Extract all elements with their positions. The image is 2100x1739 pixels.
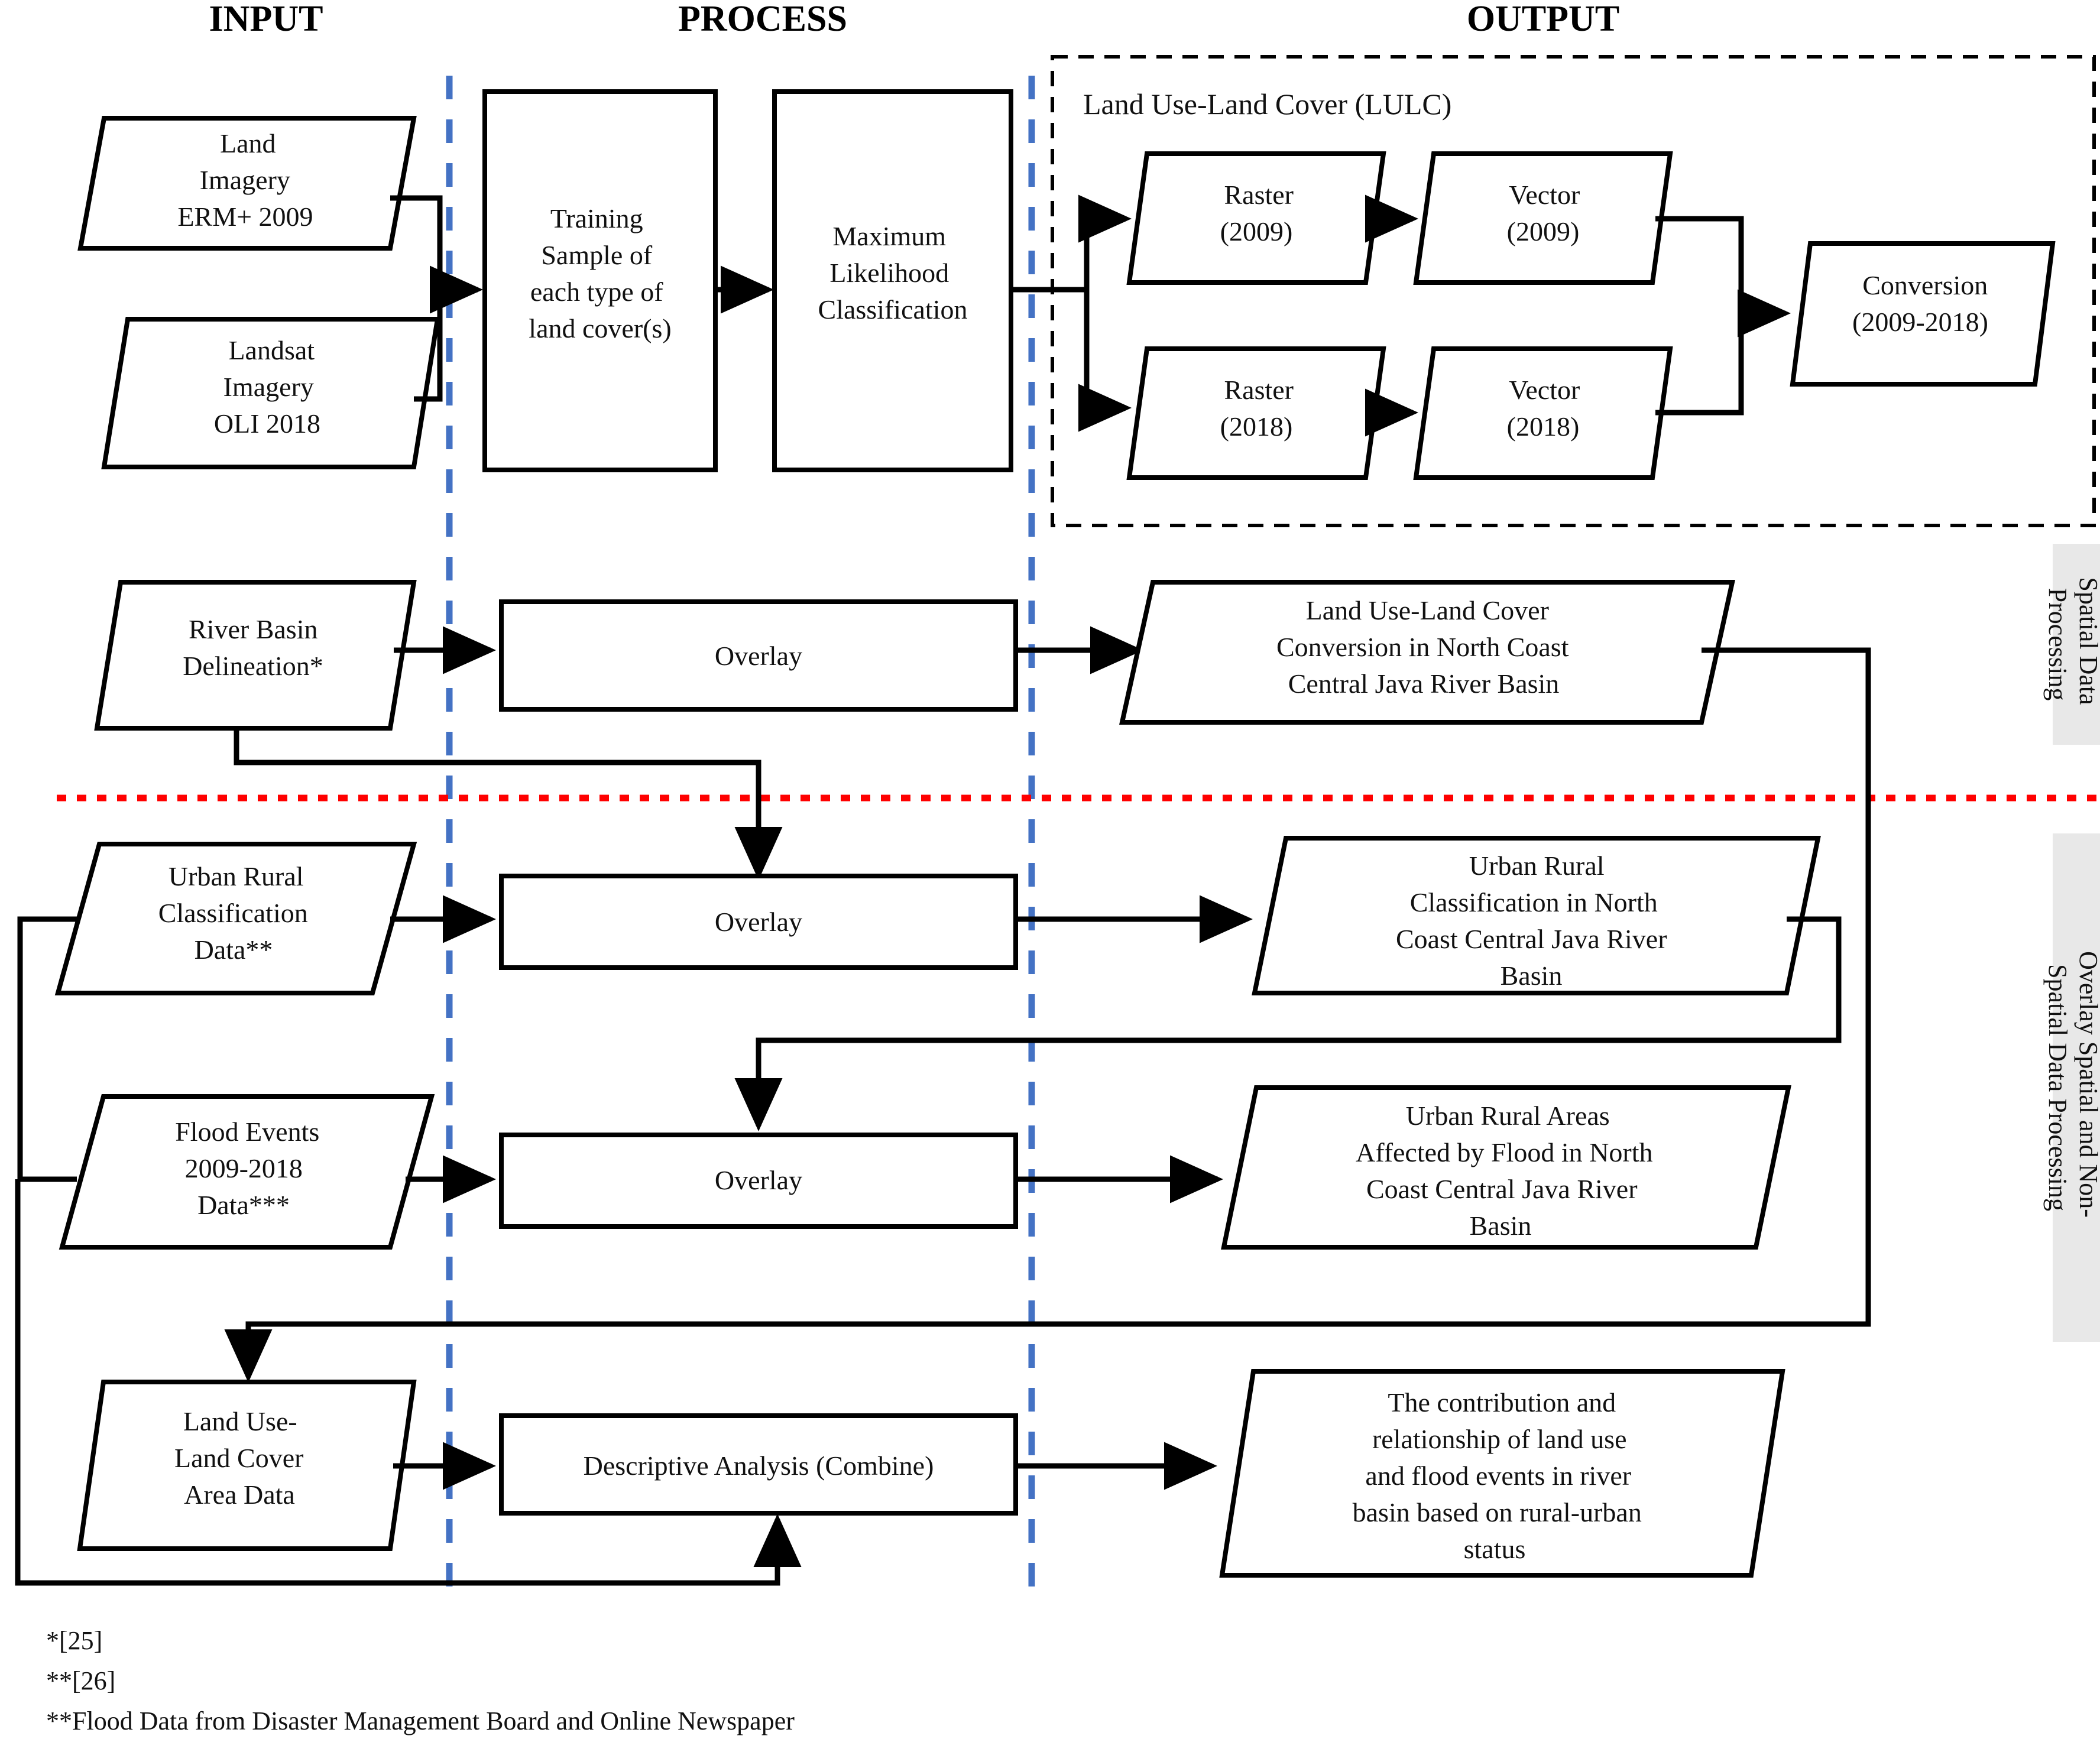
side-label-top-bg: [2053, 544, 2100, 745]
side-label-top: Spatial Data Processing: [2043, 577, 2100, 711]
node-raster-2018[interactable]: [1126, 346, 1386, 480]
node-lulc-area-data[interactable]: [77, 1380, 417, 1551]
node-descriptive-analysis-label: Descriptive Analysis (Combine): [584, 1451, 934, 1481]
node-conversion-label: Conversion (2009-2018): [1852, 270, 1995, 337]
node-vector-2018[interactable]: [1413, 346, 1673, 480]
node-lulc-conversion-out[interactable]: [1119, 580, 1735, 725]
node-landsat-imagery-label: Landsat Imagery OLI 2018: [214, 335, 322, 439]
node-flood-areas-out[interactable]: [1221, 1085, 1791, 1250]
node-urban-rural-out-label: Urban Rural Classification in North Coas…: [1396, 851, 1674, 991]
node-flood-events-data[interactable]: [59, 1094, 435, 1250]
column-header-output: OUTPUT: [1467, 0, 1619, 39]
column-header-process: PROCESS: [678, 0, 847, 39]
node-raster-2018-label: Raster (2018): [1220, 375, 1301, 442]
connector-urbanout-to-overlay3: [734, 916, 1842, 1131]
footnote-2: **[26]: [46, 1666, 115, 1695]
node-conversion[interactable]: [1790, 241, 2056, 387]
footnote-1: *[25]: [46, 1626, 102, 1655]
node-overlay-3-label: Overlay: [715, 1165, 802, 1195]
node-flood-areas-out-label: Urban Rural Areas Affected by Flood in N…: [1356, 1101, 1660, 1241]
node-river-basin-label: River Basin Delineation*: [183, 614, 325, 681]
node-overlay-2-label: Overlay: [715, 907, 802, 937]
connector-lulcout-right-trunk: [224, 647, 1871, 1383]
node-descriptive-analysis[interactable]: [499, 1413, 1018, 1516]
node-land-imagery[interactable]: [77, 116, 417, 251]
node-overlay-2[interactable]: [499, 874, 1018, 970]
node-urban-rural-data[interactable]: [54, 842, 417, 995]
node-flood-events-data-label: Flood Events 2009-2018 Data***: [175, 1117, 326, 1220]
node-vector-2009[interactable]: [1413, 151, 1673, 285]
connector-riverbasin-to-overlay2: [234, 728, 783, 880]
node-landsat-imagery[interactable]: [101, 317, 440, 469]
column-header-input: INPUT: [209, 0, 323, 39]
node-urban-rural-out[interactable]: [1252, 836, 1821, 995]
connector-maxlike-split: [1012, 219, 1090, 408]
side-label-bottom-bg: [2053, 833, 2100, 1342]
node-lulc-area-data-label: Land Use- Land Cover Area Data: [174, 1406, 310, 1510]
node-max-likelihood[interactable]: [772, 89, 1013, 472]
node-overlay-1[interactable]: [499, 599, 1018, 712]
node-vector-2018-label: Vector (2018): [1507, 375, 1587, 442]
connector-bottom-bus-to-descriptive: [15, 1179, 802, 1586]
node-training-sample-label: Training Sample of each type of land cov…: [529, 203, 671, 343]
node-river-basin[interactable]: [94, 580, 417, 731]
node-final-out-label: The contribution and relationship of lan…: [1353, 1387, 1649, 1564]
node-overlay-1-label: Overlay: [715, 641, 802, 671]
node-vector-2009-label: Vector (2009): [1507, 180, 1587, 246]
connector-landsat-to-training: [414, 290, 443, 402]
node-raster-2009-label: Raster (2009): [1220, 180, 1301, 246]
connector-land-to-training: [390, 195, 443, 290]
node-training-sample[interactable]: [482, 89, 718, 472]
node-lulc-conversion-out-label: Land Use-Land Cover Conversion in North …: [1276, 595, 1576, 699]
node-final-out[interactable]: [1219, 1369, 1785, 1578]
node-raster-2009[interactable]: [1126, 151, 1386, 285]
side-label-bottom: Overlay Spatial and Non- Spatial Data Pr…: [2043, 951, 2100, 1224]
node-land-imagery-label: Land Imagery ERM+ 2009: [177, 128, 313, 232]
node-urban-rural-data-label: Urban Rural Classification Data**: [158, 861, 315, 965]
node-max-likelihood-label: Maximum Likelihood Classification: [818, 221, 968, 325]
connector-urbanrural-left-bus: [17, 916, 77, 1182]
footnote-3: **Flood Data from Disaster Management Bo…: [46, 1706, 795, 1735]
node-overlay-3[interactable]: [499, 1133, 1018, 1229]
lulc-group-title: Land Use-Land Cover (LULC): [1083, 87, 1451, 121]
